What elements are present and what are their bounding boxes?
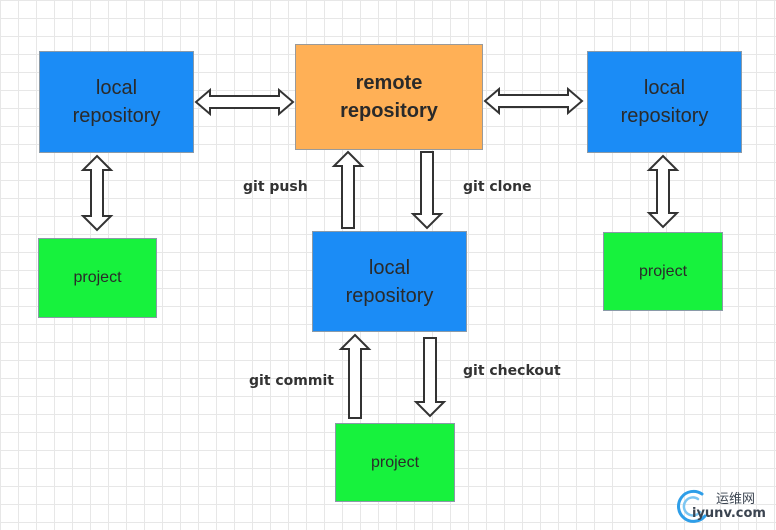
- double-arrow-left-remote: [194, 87, 295, 117]
- project-left: project: [38, 238, 157, 318]
- watermark-logo-icon: [677, 489, 707, 523]
- git-commit-label: git commit: [249, 373, 334, 389]
- double-arrow-right-project: [646, 154, 680, 229]
- project-right: project: [603, 232, 723, 311]
- project-bottom: project: [335, 423, 455, 502]
- local-repository-right: local repository: [587, 51, 742, 153]
- arrow-git-commit: [338, 333, 372, 419]
- git-checkout-label: git checkout: [463, 363, 561, 379]
- remote-repository: remote repository: [295, 44, 483, 150]
- local-repository-right-label: local repository: [620, 77, 709, 127]
- watermark-top-text: 运维网: [716, 492, 756, 507]
- project-right-label: project: [638, 262, 688, 280]
- arrow-git-clone: [410, 151, 444, 230]
- double-arrow-remote-right: [483, 86, 584, 116]
- git-clone-label: git clone: [463, 179, 532, 195]
- watermark-bottom-text: iyunv.com: [692, 506, 766, 521]
- git-push-label: git push: [243, 179, 308, 195]
- project-left-label: project: [73, 269, 122, 286]
- remote-repository-label: remote repository: [340, 72, 438, 122]
- arrow-git-push: [331, 150, 365, 229]
- local-repository-center: local repository: [312, 231, 467, 332]
- local-repository-left: local repository: [39, 51, 194, 153]
- local-repository-center-label: local repository: [345, 256, 434, 307]
- local-repository-left-label: local repository: [72, 77, 161, 127]
- project-bottom-label: project: [370, 453, 420, 471]
- watermark: 运维网 iyunv.com: [672, 484, 772, 528]
- arrow-git-checkout: [413, 337, 447, 418]
- double-arrow-left-project: [80, 154, 114, 232]
